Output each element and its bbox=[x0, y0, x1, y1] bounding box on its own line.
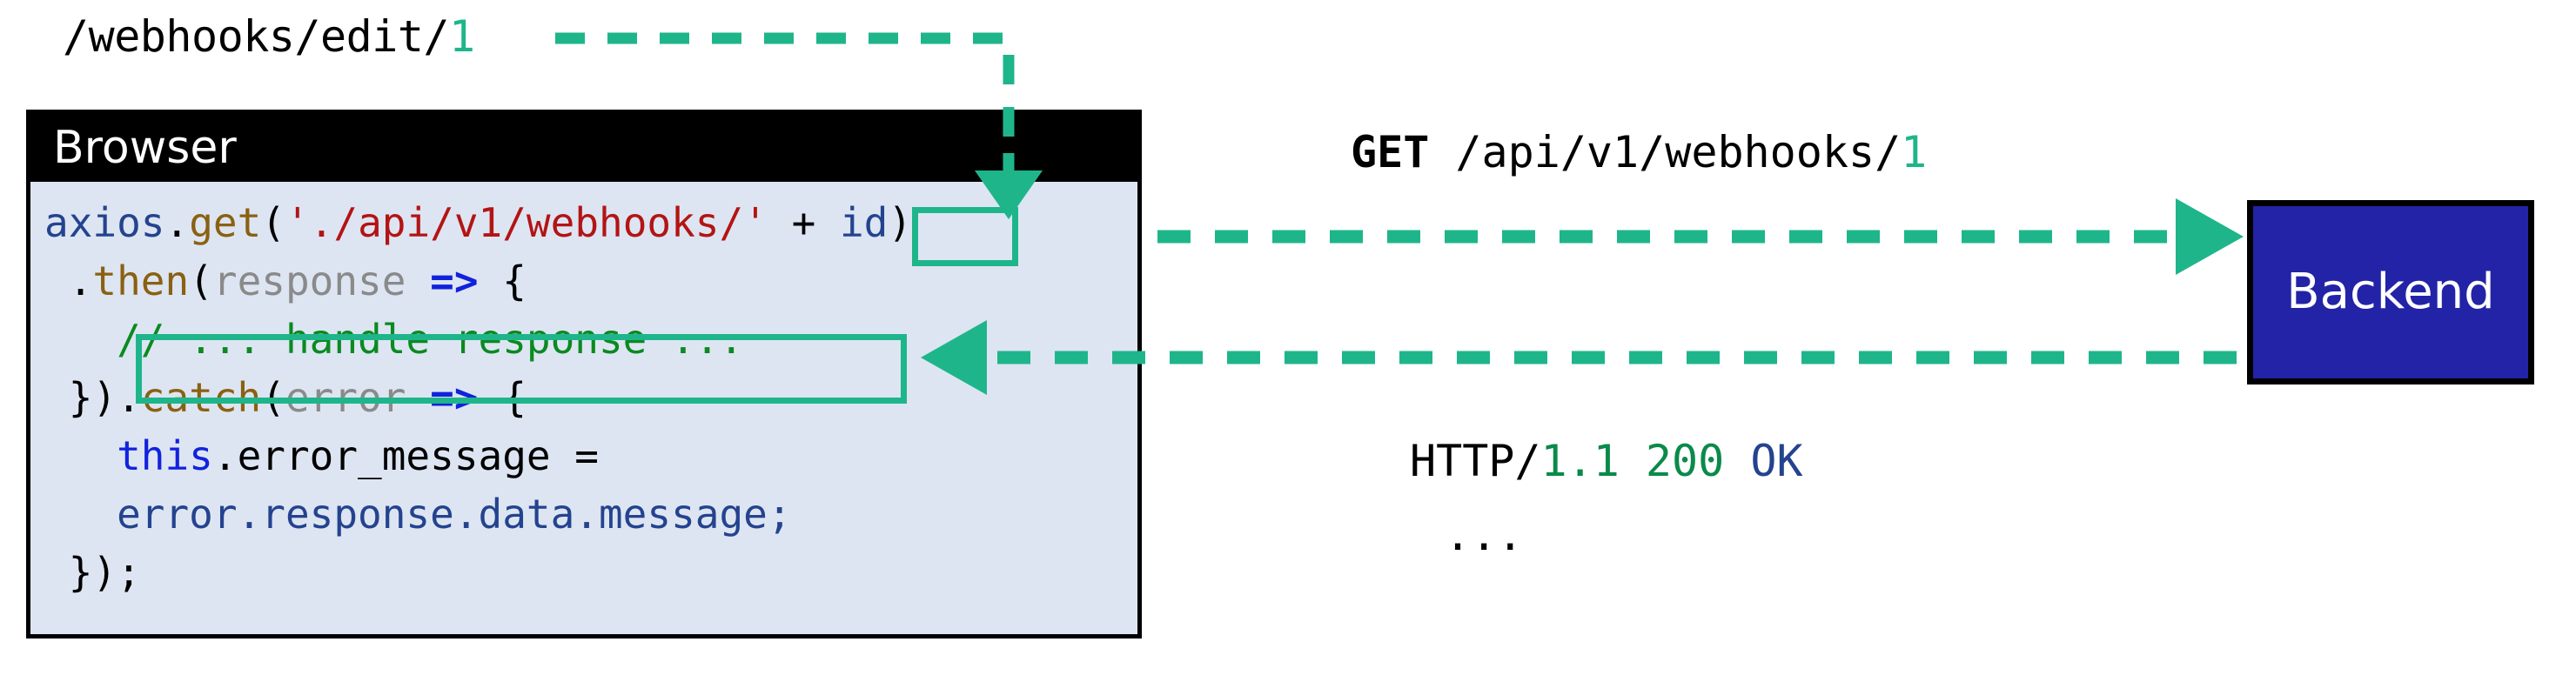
backend-box: Backend bbox=[2247, 200, 2534, 384]
code-token: . bbox=[164, 199, 190, 246]
code-token: => bbox=[430, 257, 479, 304]
code-line: this.error_message = bbox=[44, 427, 1137, 485]
code-token: + bbox=[791, 199, 840, 246]
code-token: get bbox=[189, 199, 262, 246]
code-token: ( bbox=[189, 257, 213, 304]
code-token bbox=[44, 432, 117, 479]
code-token: this bbox=[117, 432, 213, 479]
response-status-line: HTTP/1.1 200 OK bbox=[1410, 439, 1803, 483]
response-protocol: HTTP/ bbox=[1410, 436, 1541, 486]
code-token bbox=[406, 374, 430, 421]
code-token bbox=[44, 491, 117, 538]
code-line: .then(response => { bbox=[44, 252, 1137, 311]
request-arrow bbox=[1157, 198, 2244, 275]
browser-window: Browser axios.get('./api/v1/webhooks/' +… bbox=[26, 110, 1142, 639]
code-token: ) bbox=[888, 199, 913, 246]
url-label: /webhooks/edit/1 bbox=[63, 15, 475, 58]
request-id: 1 bbox=[1901, 127, 1928, 177]
code-token bbox=[406, 257, 430, 304]
code-token: .error_message = bbox=[212, 432, 599, 479]
response-version-status: 1.1 200 bbox=[1540, 436, 1725, 486]
code-token: ( bbox=[261, 199, 285, 246]
code-token: }); bbox=[44, 549, 141, 596]
code-token: { bbox=[478, 374, 527, 421]
code-area: axios.get('./api/v1/webhooks/' + id) .th… bbox=[30, 182, 1137, 634]
code-token bbox=[768, 199, 792, 246]
request-path: /api/v1/webhooks/ bbox=[1455, 127, 1902, 177]
response-reason: OK bbox=[1750, 436, 1803, 486]
response-space bbox=[1724, 436, 1750, 486]
request-line: GET /api/v1/webhooks/1 bbox=[1351, 130, 1927, 174]
url-path: /webhooks/edit/ bbox=[63, 11, 450, 62]
code-line: axios.get('./api/v1/webhooks/' + id) bbox=[44, 194, 1137, 252]
code-token: response bbox=[212, 257, 406, 304]
request-space bbox=[1429, 127, 1455, 177]
code-token: . bbox=[44, 257, 93, 304]
code-token: error.response.data.message; bbox=[117, 491, 792, 538]
code-token: // ... handle response ... bbox=[117, 316, 744, 363]
code-token: { bbox=[478, 257, 527, 304]
url-id: 1 bbox=[449, 11, 475, 62]
code-token: ( bbox=[261, 374, 285, 421]
code-token: catch bbox=[140, 374, 262, 421]
code-token: => bbox=[430, 374, 479, 421]
code-token bbox=[44, 316, 117, 363]
code-token: }). bbox=[44, 374, 141, 421]
code-token: error bbox=[285, 374, 406, 421]
code-token: id bbox=[839, 199, 889, 246]
code-line: error.response.data.message; bbox=[44, 485, 1137, 544]
code-line: // ... handle response ... bbox=[44, 311, 1137, 369]
code-token: axios bbox=[44, 199, 165, 246]
code-line: }); bbox=[44, 544, 1137, 602]
code-line: }).catch(error => { bbox=[44, 369, 1137, 427]
browser-titlebar: Browser bbox=[30, 114, 1137, 182]
browser-title: Browser bbox=[53, 122, 237, 174]
code-token: then bbox=[92, 257, 190, 304]
request-method: GET bbox=[1351, 127, 1430, 177]
code-token: './api/v1/webhooks/' bbox=[285, 199, 768, 246]
response-ellipsis: ... bbox=[1445, 510, 1524, 560]
backend-label: Backend bbox=[2286, 264, 2495, 320]
